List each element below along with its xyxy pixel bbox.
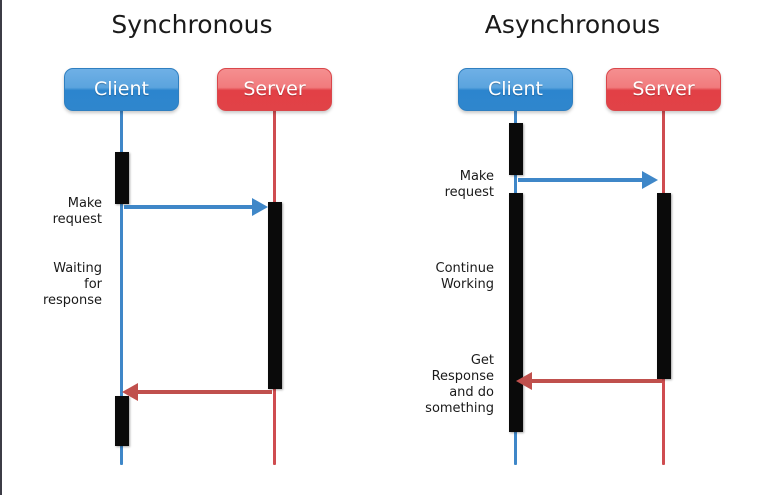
actor-label-server-async: Server: [632, 78, 695, 100]
actor-box-client-sync[interactable]: Client: [64, 68, 179, 111]
note-make-request-sync: Make request: [52, 196, 102, 227]
activation-client-request-async: [509, 123, 523, 175]
note-continue-working-async: Continue Working: [435, 261, 494, 292]
asynchronous-title: Asynchronous: [484, 10, 661, 39]
synchronous-diagram: Synchronous Client Server Make request W…: [2, 0, 382, 495]
actor-box-server-async[interactable]: Server: [606, 68, 721, 111]
message-line-make-request-async: [518, 178, 654, 182]
actor-label-client-async: Client: [487, 78, 543, 100]
actor-label-server-sync: Server: [243, 78, 306, 100]
actor-box-client-async[interactable]: Client: [458, 68, 573, 111]
client-lifeline-sync: [120, 110, 123, 465]
note-get-response-async: Get Response and do something: [425, 353, 494, 416]
note-make-request-async: Make request: [444, 169, 494, 200]
arrowhead-left-icon-sync-response: [122, 383, 138, 401]
activation-server-async: [657, 193, 671, 379]
message-line-make-request-sync: [124, 205, 264, 209]
actor-box-server-sync[interactable]: Server: [217, 68, 332, 111]
message-line-response-sync: [138, 390, 272, 394]
activation-client-response-sync: [115, 396, 129, 446]
arrowhead-left-icon-async-response: [516, 372, 532, 390]
arrowhead-right-icon-async-request: [642, 171, 658, 189]
synchronous-title: Synchronous: [111, 10, 273, 39]
asynchronous-diagram: Asynchronous Client Server Make request …: [382, 0, 761, 495]
activation-client-working-async: [509, 193, 523, 432]
message-line-response-async: [532, 379, 662, 383]
activation-client-request-sync: [115, 152, 129, 204]
actor-label-client-sync: Client: [93, 78, 149, 100]
arrowhead-right-icon-sync-request: [252, 198, 268, 216]
note-waiting-for-response-sync: Waiting for response: [42, 261, 102, 308]
activation-server-sync: [268, 202, 282, 389]
